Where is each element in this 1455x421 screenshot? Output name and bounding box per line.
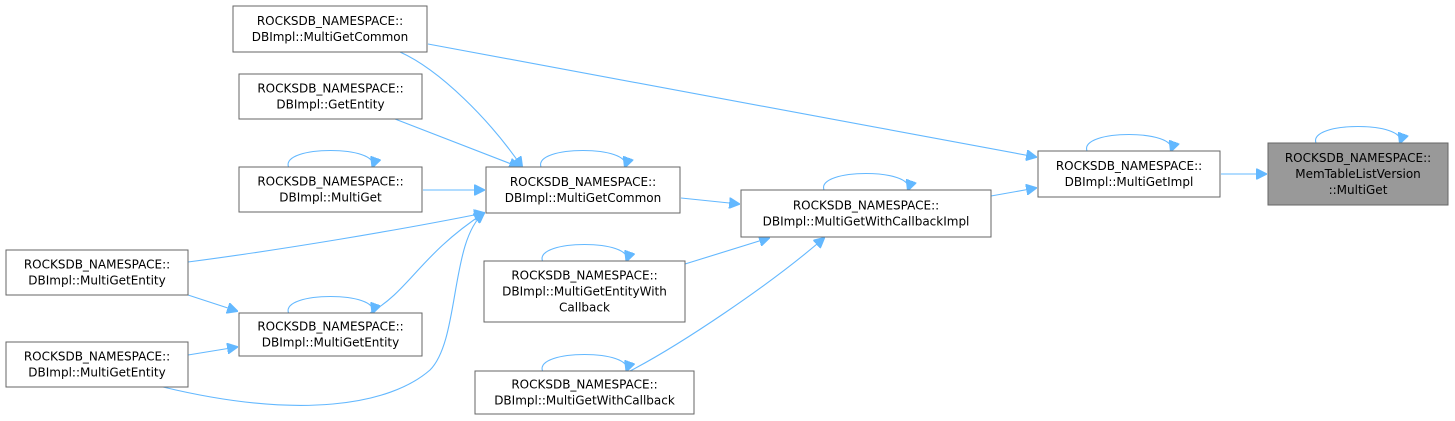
node-label: DBImpl::MultiGetEntity: [262, 336, 400, 350]
edge-n_entity_left1-to-n_common_main: [187, 213, 484, 263]
node-label: ROCKSDB_NAMESPACE::: [511, 269, 657, 283]
node-label: DBImpl::MultiGetEntity: [28, 274, 166, 288]
node-n_common_main[interactable]: ROCKSDB_NAMESPACE::DBImpl::MultiGetCommo…: [485, 166, 681, 214]
edge-n_withcallbackimpl-to-n_multigetimpl: [990, 188, 1036, 197]
node-box: [5, 341, 189, 388]
self-loop-n_withcallback: [541, 354, 627, 372]
edge-n_entity_left2-to-n_common_main: [162, 213, 484, 406]
self-loop-n_multiget_root: [1315, 126, 1401, 144]
node-n_withcallback[interactable]: ROCKSDB_NAMESPACE::DBImpl::MultiGetWithC…: [474, 370, 695, 415]
edge-n_common_main-to-n_withcallbackimpl: [680, 197, 739, 204]
node-box: [740, 189, 992, 238]
self-loop-n_common_main: [540, 150, 626, 168]
self-loop-n_multiget: [287, 150, 373, 168]
node-box: [238, 73, 423, 120]
edge-n_getentity-to-n_common_main: [394, 118, 519, 167]
node-label: ROCKSDB_NAMESPACE::: [511, 378, 657, 392]
node-label: ROCKSDB_NAMESPACE::: [510, 175, 656, 189]
node-label: ROCKSDB_NAMESPACE::: [793, 199, 939, 213]
edge-n_common_top-to-n_multigetimpl: [427, 43, 1036, 157]
node-label: ROCKSDB_NAMESPACE::: [257, 175, 403, 189]
edge-n_common_top-to-n_common_main: [399, 51, 522, 167]
node-n_getentity[interactable]: ROCKSDB_NAMESPACE::DBImpl::GetEntity: [238, 73, 423, 120]
self-loop-n_multigetimpl: [1086, 134, 1172, 152]
node-n_entity_left2[interactable]: ROCKSDB_NAMESPACE::DBImpl::MultiGetEntit…: [5, 341, 189, 388]
node-n_entity_left1[interactable]: ROCKSDB_NAMESPACE::DBImpl::MultiGetEntit…: [5, 249, 189, 296]
node-n_multiget[interactable]: ROCKSDB_NAMESPACE::DBImpl::MultiGet: [238, 166, 423, 213]
node-label: Callback: [559, 301, 610, 315]
node-label: DBImpl::GetEntity: [276, 98, 384, 112]
nodes-layer: ROCKSDB_NAMESPACE::MemTableListVersion::…: [5, 5, 1449, 415]
node-label: DBImpl::MultiGetImpl: [1065, 175, 1194, 189]
node-n_multigetimpl[interactable]: ROCKSDB_NAMESPACE::DBImpl::MultiGetImpl: [1037, 150, 1221, 198]
node-box: [483, 260, 686, 323]
node-label: DBImpl::MultiGetEntity: [28, 366, 166, 380]
node-box: [1037, 150, 1221, 198]
self-loop-n_withcallbackimpl: [823, 173, 909, 191]
node-box: [238, 166, 423, 213]
node-n_entitywithcallback[interactable]: ROCKSDB_NAMESPACE::DBImpl::MultiGetEntit…: [483, 260, 686, 323]
node-label: ROCKSDB_NAMESPACE::: [257, 320, 403, 334]
node-n_common_top[interactable]: ROCKSDB_NAMESPACE::DBImpl::MultiGetCommo…: [232, 5, 428, 53]
node-label: DBImpl::MultiGetCommon: [252, 30, 409, 44]
node-label: ROCKSDB_NAMESPACE::: [24, 350, 170, 364]
node-n_withcallbackimpl[interactable]: ROCKSDB_NAMESPACE::DBImpl::MultiGetWithC…: [740, 189, 992, 238]
node-label: DBImpl::MultiGetWithCallbackImpl: [763, 215, 970, 229]
node-label: DBImpl::MultiGetCommon: [505, 191, 662, 205]
edge-n_entity_left1-to-n_entity_mid: [187, 294, 237, 311]
node-label: ROCKSDB_NAMESPACE::: [257, 14, 403, 28]
node-label: ROCKSDB_NAMESPACE::: [1285, 151, 1431, 165]
self-loop-n_entity_mid: [287, 296, 373, 314]
node-box: [232, 5, 428, 53]
node-n_multiget_root[interactable]: ROCKSDB_NAMESPACE::MemTableListVersion::…: [1267, 142, 1449, 206]
self-loop-n_entitywithcallback: [541, 244, 627, 262]
edge-n_entity_mid-to-n_common_main: [369, 213, 484, 314]
node-label: DBImpl::MultiGet: [279, 191, 382, 205]
edges-layer: [162, 43, 1266, 406]
node-label: ROCKSDB_NAMESPACE::: [257, 82, 403, 96]
node-label: ROCKSDB_NAMESPACE::: [24, 258, 170, 272]
edge-n_entitywithcallback-to-n_withcallbackimpl: [684, 238, 769, 265]
node-n_entity_mid[interactable]: ROCKSDB_NAMESPACE::DBImpl::MultiGetEntit…: [238, 312, 423, 357]
node-box: [485, 166, 681, 214]
self-loops-layer: [287, 126, 1401, 372]
node-box: [238, 312, 423, 357]
node-label: DBImpl::MultiGetWithCallback: [494, 394, 675, 408]
node-box: [474, 370, 695, 415]
node-label: DBImpl::MultiGetEntityWith: [502, 285, 667, 299]
edge-n_entity_left2-to-n_entity_mid: [187, 347, 237, 356]
node-box: [1267, 142, 1449, 206]
node-label: MemTableListVersion: [1295, 167, 1421, 181]
node-label: ROCKSDB_NAMESPACE::: [1056, 159, 1202, 173]
edge-n_withcallback-to-n_withcallbackimpl: [629, 238, 824, 372]
node-label: ::MultiGet: [1329, 183, 1388, 197]
node-box: [5, 249, 189, 296]
